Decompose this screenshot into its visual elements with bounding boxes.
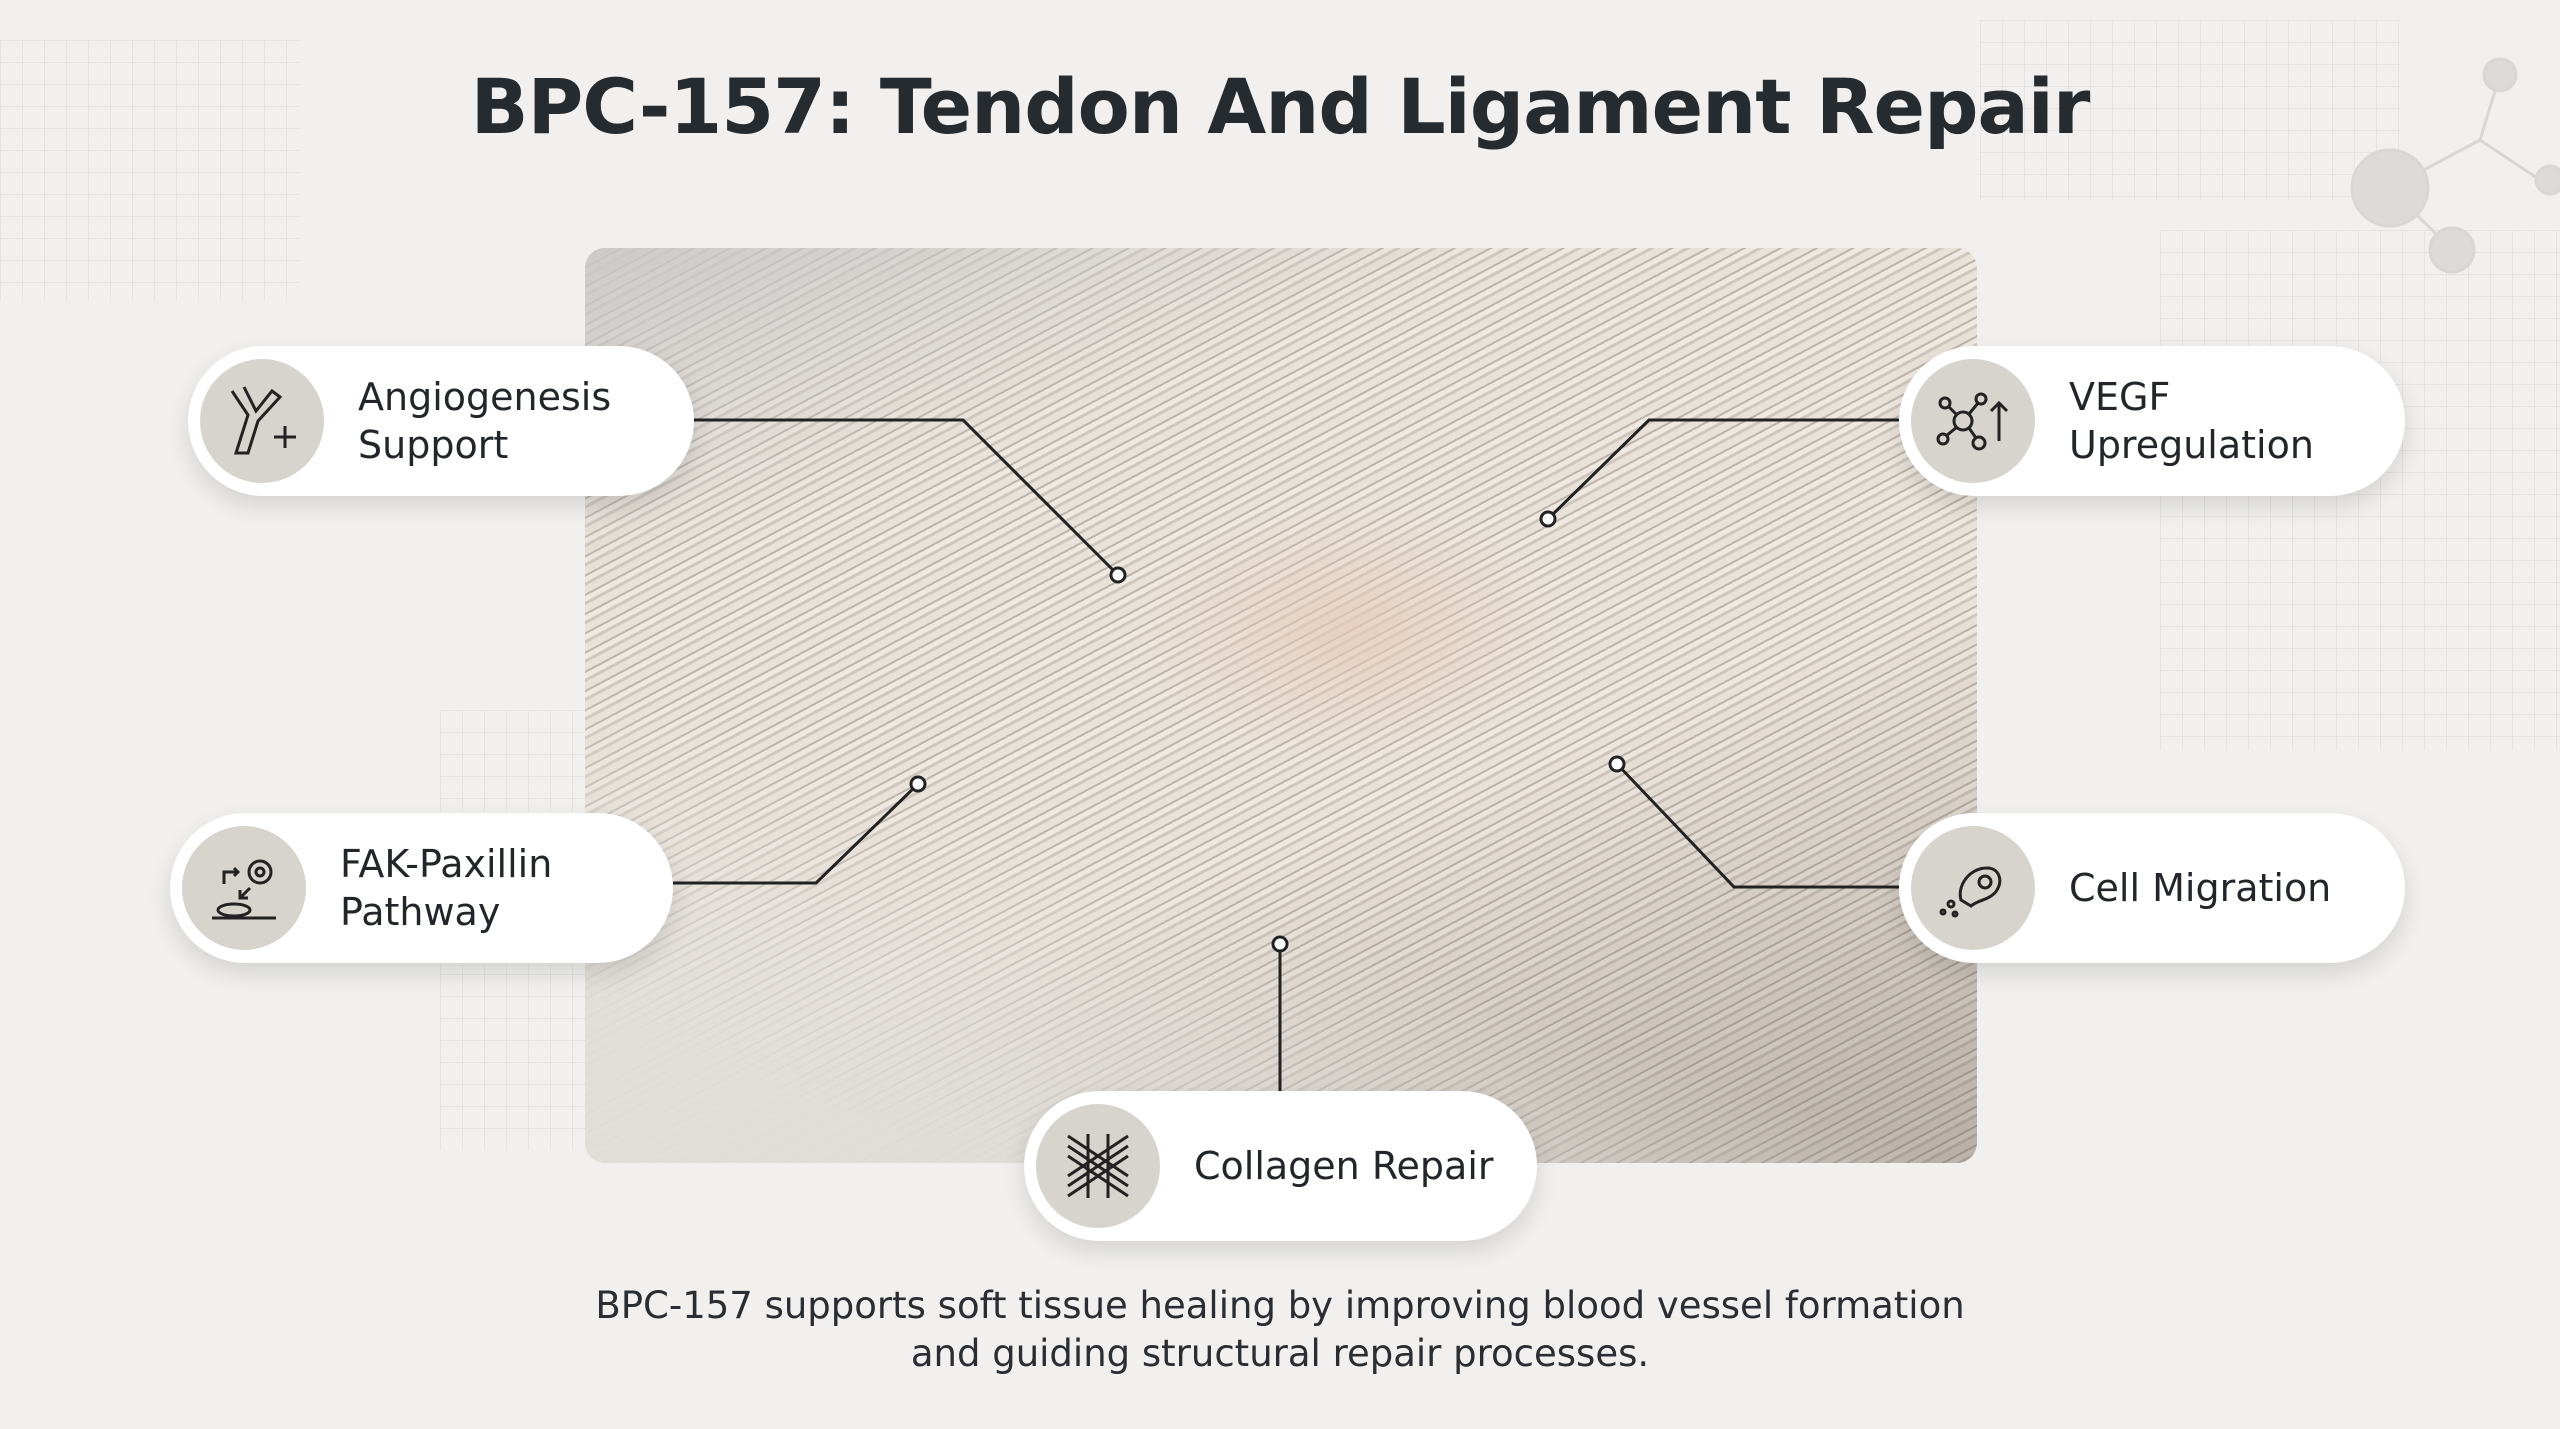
woven-fibers-icon <box>1036 1104 1160 1228</box>
callout-label: Collagen Repair <box>1194 1144 1494 1188</box>
migrating-cell-icon <box>1911 826 2035 950</box>
anchor-dot <box>909 775 927 793</box>
cell-signaling-icon <box>182 826 306 950</box>
callout-cell-migration: Cell Migration <box>1899 813 2405 963</box>
caption-line: BPC-157 supports soft tissue healing by … <box>595 1284 1965 1327</box>
caption-line: and guiding structural repair processes. <box>910 1332 1650 1375</box>
callout-label: VEGF <box>2069 375 2171 419</box>
callout-label: FAK-Paxillin <box>340 842 553 886</box>
caption: BPC-157 supports soft tissue healing by … <box>0 1282 2560 1378</box>
callout-label: Cell Migration <box>2069 866 2332 910</box>
anchor-dot <box>1608 755 1626 773</box>
molecule-arrow-up-icon <box>1911 359 2035 483</box>
callout-collagen-repair: Collagen Repair <box>1024 1091 1537 1241</box>
anchor-dot <box>1109 566 1127 584</box>
page-title: BPC-157: Tendon And Ligament Repair <box>470 62 2091 151</box>
branching-vessel-plus-icon <box>200 359 324 483</box>
callout-label: Support <box>358 423 509 467</box>
molecule-decoration <box>2350 57 2560 274</box>
callout-label: Angiogenesis <box>358 375 612 419</box>
anchor-dot <box>1539 510 1557 528</box>
background-grid <box>1980 20 2400 200</box>
anchor-dot <box>1271 935 1289 953</box>
callout-label: Upregulation <box>2069 423 2314 467</box>
callout-label: Pathway <box>340 890 501 934</box>
background-grid <box>0 40 300 300</box>
